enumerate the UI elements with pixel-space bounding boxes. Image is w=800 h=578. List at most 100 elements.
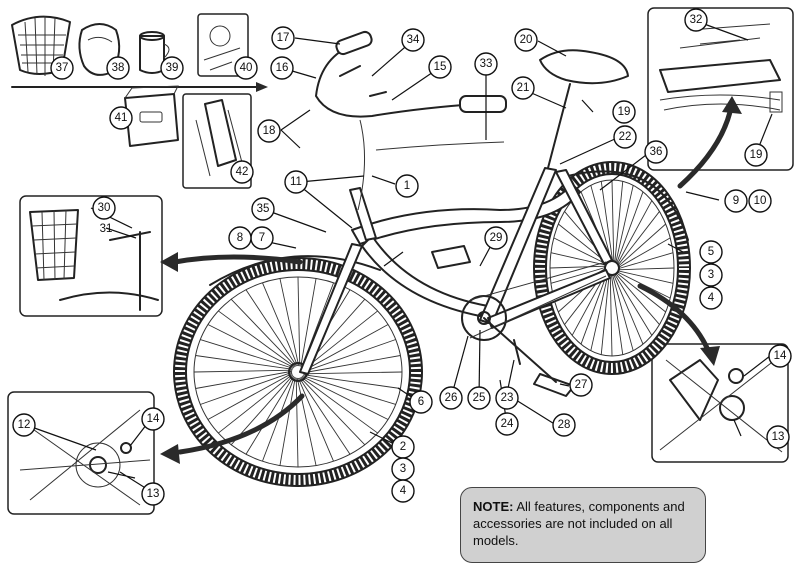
svg-text:22: 22 bbox=[619, 131, 632, 143]
callout-9: 9 bbox=[724, 189, 748, 213]
callout-24: 24 bbox=[495, 412, 519, 436]
spoke bbox=[195, 370, 293, 389]
callout-42: 42 bbox=[230, 160, 254, 184]
spoke bbox=[298, 377, 351, 455]
callout-33: 33 bbox=[474, 52, 498, 76]
spoke bbox=[600, 181, 614, 263]
spoke bbox=[615, 185, 634, 264]
spoke bbox=[616, 200, 653, 265]
svg-text:4: 4 bbox=[708, 292, 715, 304]
spoke bbox=[550, 252, 607, 266]
spoke bbox=[590, 272, 609, 351]
svg-text:20: 20 bbox=[520, 34, 533, 46]
svg-text:19: 19 bbox=[750, 149, 763, 161]
rear-hub-inset bbox=[651, 343, 789, 463]
spoke bbox=[303, 339, 396, 373]
bicycle-front-wheel bbox=[173, 257, 423, 487]
callout-labels: 1 2 3 4 5 3 4 6 7 8 9 10 11 12 13 14 13 … bbox=[12, 8, 792, 506]
bicycle-rear-wheel bbox=[533, 161, 691, 375]
svg-text:14: 14 bbox=[147, 413, 160, 425]
spoke bbox=[614, 181, 624, 263]
front-hub-inset bbox=[7, 391, 155, 515]
accessory-lock-inset bbox=[197, 13, 249, 77]
svg-text:19: 19 bbox=[618, 106, 631, 118]
front-basket-inset bbox=[19, 195, 163, 317]
spoke bbox=[600, 273, 610, 355]
note-box: NOTE: All features, components and acces… bbox=[460, 487, 706, 563]
spoke bbox=[615, 272, 666, 313]
callout-4: 4 bbox=[391, 479, 415, 503]
svg-text:33: 33 bbox=[480, 58, 493, 70]
callout-36: 36 bbox=[644, 140, 668, 164]
spoke bbox=[296, 377, 317, 466]
svg-text:2: 2 bbox=[400, 441, 406, 453]
svg-text:5: 5 bbox=[708, 246, 714, 258]
spoke bbox=[303, 355, 401, 374]
svg-text:26: 26 bbox=[445, 392, 458, 404]
callout-19: 19 bbox=[612, 100, 636, 124]
callout-31: 31 bbox=[100, 223, 113, 235]
spoke bbox=[614, 272, 660, 325]
callout-3: 3 bbox=[391, 457, 415, 481]
spoke bbox=[302, 375, 396, 405]
svg-text:8: 8 bbox=[237, 232, 243, 244]
spoke bbox=[617, 252, 674, 270]
spoke bbox=[193, 369, 293, 373]
callout-21: 21 bbox=[511, 76, 535, 100]
callout-41: 41 bbox=[109, 106, 133, 130]
spoke bbox=[617, 237, 671, 269]
spoke bbox=[617, 270, 674, 284]
svg-text:15: 15 bbox=[434, 61, 447, 73]
callout-14b: 14 bbox=[768, 344, 792, 368]
svg-text:30: 30 bbox=[98, 202, 111, 214]
svg-text:13: 13 bbox=[147, 488, 160, 500]
spoke bbox=[300, 278, 317, 367]
svg-text:12: 12 bbox=[18, 419, 31, 431]
svg-text:9: 9 bbox=[733, 195, 739, 207]
spoke bbox=[615, 191, 644, 265]
svg-text:42: 42 bbox=[236, 166, 249, 178]
spoke bbox=[303, 374, 401, 389]
svg-text:6: 6 bbox=[418, 396, 424, 408]
svg-text:24: 24 bbox=[501, 418, 514, 430]
spoke bbox=[617, 267, 675, 271]
callout-26: 26 bbox=[439, 386, 463, 410]
svg-text:38: 38 bbox=[112, 62, 125, 74]
callout-12: 12 bbox=[12, 413, 36, 437]
spoke bbox=[609, 273, 613, 357]
svg-text:40: 40 bbox=[240, 62, 253, 74]
spoke bbox=[279, 377, 296, 466]
spoke bbox=[200, 339, 294, 369]
callout-19b: 19 bbox=[744, 143, 768, 167]
accessory-rack-bag bbox=[124, 85, 179, 147]
bicycle-handlebar bbox=[315, 30, 507, 211]
callout-34: 34 bbox=[401, 28, 425, 52]
svg-text:23: 23 bbox=[501, 392, 514, 404]
spoke bbox=[613, 273, 653, 336]
svg-text:32: 32 bbox=[690, 14, 703, 26]
callout-27: 27 bbox=[569, 373, 593, 397]
note-label: NOTE: bbox=[473, 499, 514, 514]
spoke bbox=[230, 298, 296, 367]
spoke bbox=[279, 278, 300, 367]
svg-text:14: 14 bbox=[774, 350, 787, 362]
callout-23: 23 bbox=[495, 386, 519, 410]
callout-15: 15 bbox=[428, 55, 452, 79]
svg-text:35: 35 bbox=[257, 203, 270, 215]
note-text: All features, components and accessories… bbox=[473, 499, 685, 548]
spoke bbox=[300, 376, 378, 434]
svg-text:3: 3 bbox=[400, 463, 406, 475]
spoke bbox=[262, 282, 299, 367]
callout-22: 22 bbox=[613, 125, 637, 149]
svg-text:1: 1 bbox=[404, 180, 410, 192]
spoke bbox=[303, 371, 403, 375]
spoke bbox=[218, 373, 293, 434]
spoke bbox=[300, 377, 366, 446]
svg-text:37: 37 bbox=[56, 62, 69, 74]
callout-7: 7 bbox=[250, 226, 274, 250]
callout-38: 38 bbox=[106, 56, 130, 80]
spoke bbox=[301, 375, 389, 420]
spoke bbox=[295, 377, 299, 468]
svg-text:25: 25 bbox=[473, 392, 486, 404]
